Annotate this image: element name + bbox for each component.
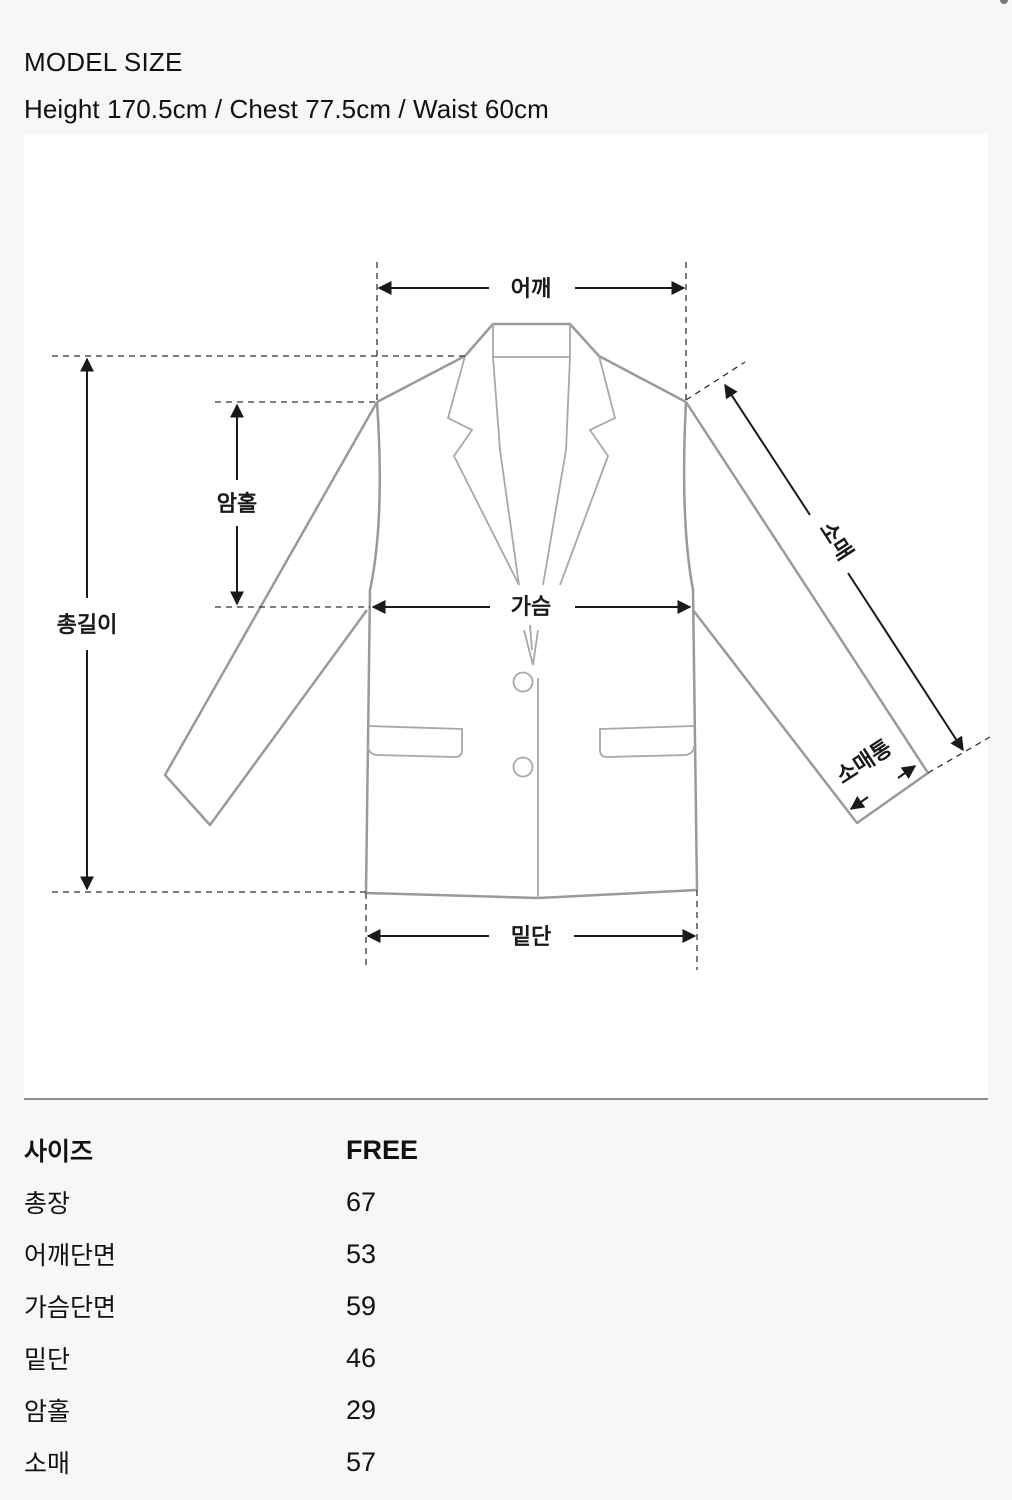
size-table: 사이즈 FREE 총장 67 어깨단면 53 가슴단면 59 밑단 46 암홀 … [24,1124,624,1488]
size-table-header: 사이즈 FREE [24,1124,624,1176]
table-row: 가슴단면 59 [24,1280,624,1332]
model-size-specs: Height 170.5cm / Chest 77.5cm / Waist 60… [24,94,549,124]
jacket-details [367,324,695,898]
row-label-hem: 밑단 [24,1345,71,1374]
jacket-diagram-svg: 어깨 암홀 총길이 가슴 밑단 소매 소매통 [52,262,991,970]
table-row: 어깨단면 53 [24,1228,624,1280]
row-value-chest: 59 [346,1290,377,1321]
model-size-section: MODEL SIZE Height 170.5cm / Chest 77.5cm… [24,44,549,127]
label-sleeve-opening: 소매통 [832,736,897,790]
row-value-total-length: 67 [346,1186,377,1217]
label-armhole: 암홀 [217,491,257,517]
label-hem: 밑단 [511,925,551,950]
table-row: 암홀 29 [24,1384,624,1436]
jacket-size-diagram: 어깨 암홀 총길이 가슴 밑단 소매 소매통 [24,134,991,1100]
row-value-sleeve: 57 [346,1446,377,1477]
size-header-value: FREE [346,1134,419,1165]
row-value-armhole: 29 [346,1394,377,1425]
jacket-outline [163,322,930,900]
row-label-sleeve: 소매 [24,1449,71,1478]
table-row: 총장 67 [24,1176,624,1228]
row-label-total-length: 총장 [24,1189,71,1218]
row-label-chest: 가슴단면 [24,1293,117,1322]
label-total-length: 총길이 [57,613,118,638]
guide-lines [52,262,991,970]
label-sleeve: 소매 [814,518,857,566]
table-row: 소매 57 [24,1436,624,1488]
model-size-title: MODEL SIZE [24,47,183,77]
row-value-shoulder: 53 [346,1238,377,1269]
measurement-arrows [80,281,964,943]
size-header-label: 사이즈 [24,1137,94,1166]
row-label-shoulder: 어깨단면 [24,1241,117,1270]
row-label-armhole: 암홀 [24,1397,71,1426]
label-shoulder: 어깨 [511,277,551,302]
row-value-hem: 46 [346,1342,377,1373]
table-row: 밑단 46 [24,1332,624,1384]
scroll-indicator [1000,0,1008,4]
label-chest: 가슴 [511,595,551,620]
